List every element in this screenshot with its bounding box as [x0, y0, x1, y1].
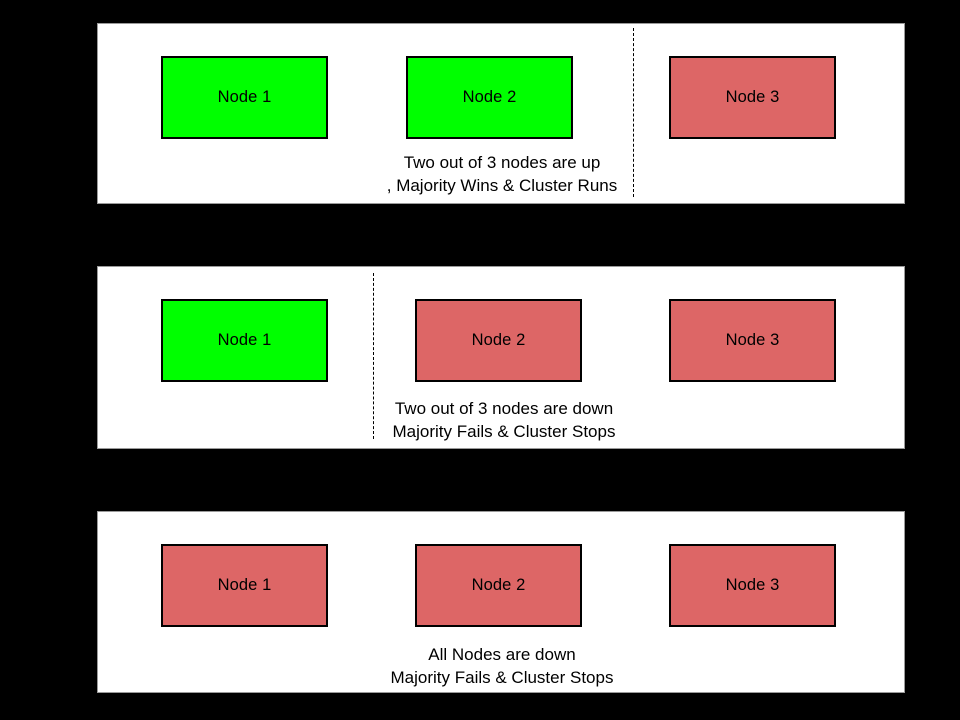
caption-line-2: , Majority Wins & Cluster Runs [386, 176, 618, 195]
scenario-panel-all-down: Node 1 Node 2 Node 3 All Nodes are down … [97, 511, 905, 693]
node-label: Node 3 [725, 331, 780, 350]
node-label: Node 2 [462, 88, 517, 107]
node-label: Node 1 [217, 331, 272, 350]
node-box-2[interactable]: Node 2 [415, 299, 582, 382]
panel-caption: Two out of 3 nodes are down Majority Fai… [254, 397, 754, 443]
caption-line-2: Majority Fails & Cluster Stops [392, 422, 616, 441]
node-label: Node 2 [471, 331, 526, 350]
node-box-1[interactable]: Node 1 [161, 299, 328, 382]
panel-caption: All Nodes are down Majority Fails & Clus… [252, 643, 752, 689]
partition-divider [633, 28, 634, 197]
node-box-3[interactable]: Node 3 [669, 544, 836, 627]
panel-caption: Two out of 3 nodes are up , Majority Win… [252, 151, 752, 197]
caption-line-1: Two out of 3 nodes are down [394, 399, 614, 418]
node-box-2[interactable]: Node 2 [406, 56, 573, 139]
scenario-panel-majority-up: Node 1 Node 2 Node 3 Two out of 3 nodes … [97, 23, 905, 204]
node-label: Node 3 [725, 576, 780, 595]
node-label: Node 1 [217, 576, 272, 595]
caption-line-1: All Nodes are down [428, 645, 576, 664]
caption-line-1: Two out of 3 nodes are up [403, 153, 601, 172]
node-label: Node 2 [471, 576, 526, 595]
caption-line-2: Majority Fails & Cluster Stops [390, 668, 614, 687]
node-label: Node 3 [725, 88, 780, 107]
node-label: Node 1 [217, 88, 272, 107]
node-box-3[interactable]: Node 3 [669, 56, 836, 139]
partition-divider [373, 273, 374, 439]
scenario-panel-majority-down: Node 1 Node 2 Node 3 Two out of 3 nodes … [97, 266, 905, 449]
node-box-1[interactable]: Node 1 [161, 56, 328, 139]
node-box-1[interactable]: Node 1 [161, 544, 328, 627]
node-box-2[interactable]: Node 2 [415, 544, 582, 627]
node-box-3[interactable]: Node 3 [669, 299, 836, 382]
